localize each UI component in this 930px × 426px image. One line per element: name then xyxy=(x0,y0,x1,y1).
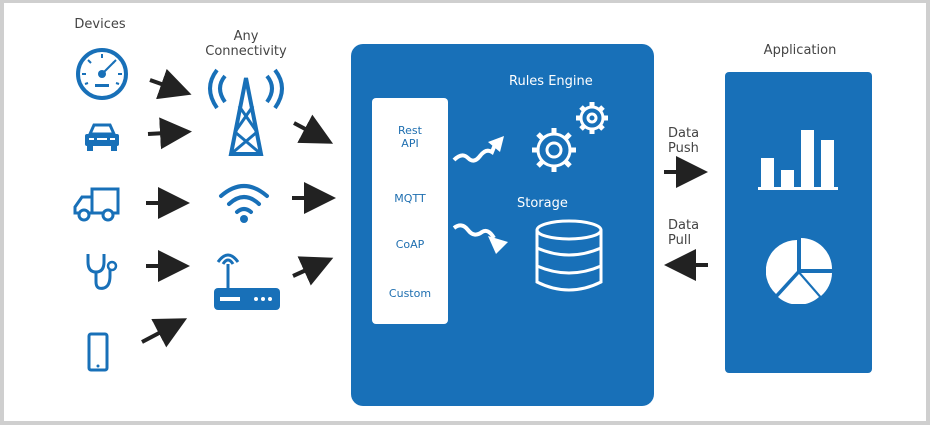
smartphone-icon xyxy=(87,332,109,372)
wifi-icon xyxy=(219,184,269,223)
car-icon xyxy=(85,123,119,151)
data-push-label: Data Push xyxy=(668,126,699,156)
protocol-coap: CoAP xyxy=(395,238,425,251)
protocol-rest: Rest xyxy=(398,124,422,137)
arrow-router-platform xyxy=(292,256,334,286)
application-title: Application xyxy=(763,43,837,58)
connectivity-title: Any Connectivity xyxy=(196,29,296,59)
protocols-box: Rest API MQTT CoAP Custom xyxy=(372,98,448,324)
devices-title: Devices xyxy=(74,17,126,32)
rules-engine-label: Rules Engine xyxy=(509,74,593,89)
bar-chart-icon xyxy=(758,130,838,190)
protocol-mqtt: MQTT xyxy=(394,192,426,205)
arrow-car-tower xyxy=(147,117,192,150)
data-push-line1: Data xyxy=(668,126,700,141)
cell-tower-icon xyxy=(208,68,284,156)
gears-icon xyxy=(532,102,608,172)
storage-label: Storage xyxy=(517,196,568,211)
data-push-line2: Push xyxy=(668,141,699,156)
database-icon xyxy=(535,219,603,292)
arrow-speedometer-tower xyxy=(149,68,192,100)
squiggle-arrow-storage-icon xyxy=(452,223,508,254)
connectivity-title-line1: Any xyxy=(233,29,259,44)
data-pull-line1: Data xyxy=(668,218,700,233)
router-icon xyxy=(214,253,280,310)
application-panel xyxy=(725,72,872,373)
speedometer-icon xyxy=(76,48,128,100)
protocol-api: API xyxy=(401,137,419,150)
squiggle-arrow-rules-icon xyxy=(452,136,504,163)
protocol-custom: Custom xyxy=(388,287,432,300)
data-pull-line2: Pull xyxy=(668,233,692,248)
connectivity-title-line2: Connectivity xyxy=(205,44,287,59)
truck-icon xyxy=(73,187,120,222)
pie-chart-icon xyxy=(766,238,832,304)
data-pull-label: Data Pull xyxy=(668,218,699,248)
stethoscope-icon xyxy=(86,254,118,290)
arrow-phone-router xyxy=(141,318,188,348)
arrow-tower-platform xyxy=(293,114,334,144)
